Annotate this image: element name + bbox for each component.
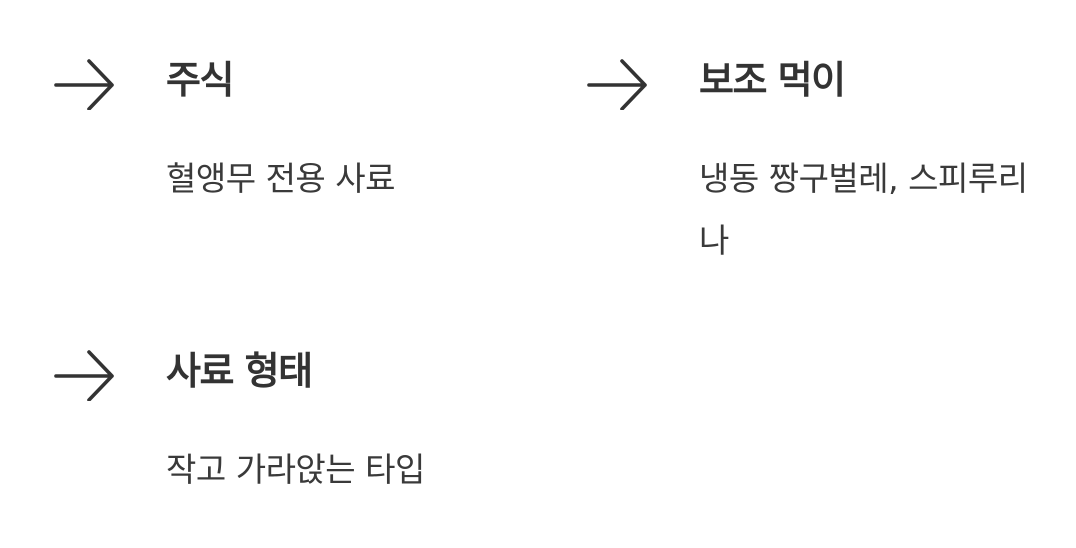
feature-text: 사료 형태 작고 가라앉는 타입 bbox=[166, 347, 546, 501]
feature-description: 혈앵무 전용 사료 bbox=[166, 159, 396, 198]
arrow-right-icon bbox=[54, 56, 116, 110]
arrow-right-icon bbox=[587, 56, 649, 110]
feature-text: 보조 먹이 냉동 짱구벌레, 스피루리나 bbox=[699, 56, 1039, 272]
feature-description: 작고 가라앉는 타입 bbox=[166, 450, 425, 489]
feature-title: 주식 bbox=[166, 58, 234, 102]
feature-text: 주식 혈앵무 전용 사료 bbox=[166, 56, 506, 210]
feature-title: 사료 형태 bbox=[166, 349, 313, 393]
feature-description: 냉동 짱구벌레, 스피루리나 bbox=[699, 159, 1028, 260]
arrow-right-icon bbox=[54, 347, 116, 401]
feature-title: 보조 먹이 bbox=[699, 58, 846, 102]
